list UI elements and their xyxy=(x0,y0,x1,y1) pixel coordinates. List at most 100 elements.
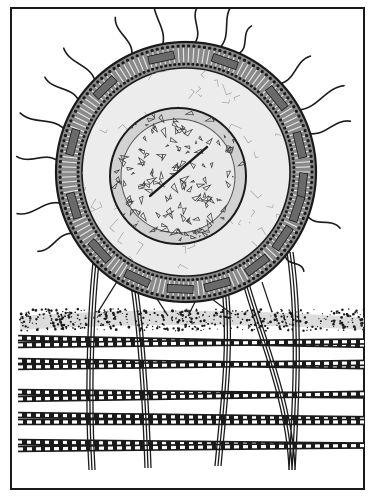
matrix-dot xyxy=(336,310,338,312)
lipid-head-outer xyxy=(113,67,116,70)
matrix-dot xyxy=(36,323,37,324)
lipid-head-inner xyxy=(83,135,86,138)
matrix-dot xyxy=(241,311,242,312)
matrix-dot xyxy=(70,321,72,323)
lipid-head-outer xyxy=(100,264,103,267)
matrix-dot xyxy=(53,325,56,328)
lipid-head-outer xyxy=(305,207,308,210)
matrix-dot xyxy=(122,313,123,314)
matrix-dot xyxy=(348,308,350,310)
matrix-dot xyxy=(352,318,353,319)
chromatin-cell xyxy=(178,230,180,231)
lipid-head-outer xyxy=(192,296,195,299)
matrix-dot xyxy=(37,328,38,329)
lipid-head-outer xyxy=(166,46,169,49)
lipid-head-inner xyxy=(97,234,100,237)
matrix-dot xyxy=(20,329,22,331)
lipid-head-inner xyxy=(169,277,172,280)
matrix-dot xyxy=(67,325,69,327)
matrix-dot xyxy=(65,308,67,310)
lipid-head-outer xyxy=(86,249,89,252)
lipid-head-outer xyxy=(308,144,311,147)
matrix-dot xyxy=(317,326,318,327)
lipid-head-outer xyxy=(161,294,164,297)
lipid-head-outer xyxy=(192,45,195,48)
lipid-head-inner xyxy=(269,103,272,106)
matrix-dot xyxy=(117,308,119,310)
matrix-dot xyxy=(308,312,309,313)
matrix-dot xyxy=(180,311,182,313)
lipid-head-outer xyxy=(64,134,67,137)
nucleus-inner xyxy=(121,119,235,233)
matrix-dot xyxy=(113,318,115,320)
matrix-dot xyxy=(286,323,287,324)
lipid-head-outer xyxy=(171,45,174,48)
matrix-dot xyxy=(220,311,222,313)
matrix-dot xyxy=(64,312,66,314)
lipid-head-outer xyxy=(198,45,201,48)
lipid-head-inner xyxy=(86,127,89,130)
matrix-dot xyxy=(333,326,334,327)
matrix-dot xyxy=(310,329,312,331)
lipid-head-outer xyxy=(310,181,313,184)
matrix-dot xyxy=(126,319,127,320)
matrix-dot xyxy=(149,314,151,316)
matrix-dot xyxy=(177,313,178,314)
lipid-head-outer xyxy=(113,274,116,277)
lipid-head-outer xyxy=(177,296,180,299)
matrix-dot xyxy=(189,317,191,319)
matrix-dot xyxy=(196,330,197,331)
matrix-dot xyxy=(341,308,344,311)
lipid-head-inner xyxy=(81,202,84,205)
matrix-dot xyxy=(72,323,74,325)
lipid-head-inner xyxy=(287,206,290,209)
matrix-dot xyxy=(109,321,111,323)
matrix-dot xyxy=(61,325,63,327)
lipid-head-outer xyxy=(80,240,83,243)
matrix-dot xyxy=(269,321,272,324)
lipid-head-inner xyxy=(257,90,260,93)
lipid-head-outer xyxy=(306,202,309,205)
matrix-dot xyxy=(105,311,107,313)
lipid-head-inner xyxy=(127,262,130,265)
lipid-head-outer xyxy=(213,48,216,51)
lipid-head-outer xyxy=(136,54,139,57)
lipid-head-inner xyxy=(173,63,176,66)
lipid-head-outer xyxy=(77,105,80,108)
lipid-head-outer xyxy=(286,96,289,99)
lipid-head-outer xyxy=(131,284,134,287)
matrix-dot xyxy=(48,309,51,312)
matrix-dot xyxy=(146,326,148,328)
lipid-head-inner xyxy=(272,107,275,110)
matrix-dot xyxy=(104,311,106,313)
lipid-head-inner xyxy=(127,79,130,82)
matrix-dot xyxy=(50,316,51,317)
lipid-head-inner xyxy=(292,162,295,165)
lipid-head-inner xyxy=(242,262,245,265)
matrix-dot xyxy=(352,313,355,316)
matrix-dot xyxy=(62,311,63,312)
lipid-head-outer xyxy=(62,202,65,205)
matrix-dot xyxy=(195,317,197,319)
matrix-dot xyxy=(324,318,325,319)
matrix-dot xyxy=(206,322,207,323)
lipid-head-inner xyxy=(263,97,266,100)
matrix-dot xyxy=(259,309,261,311)
lipid-head-inner xyxy=(277,115,280,118)
lipid-head-inner xyxy=(246,82,249,85)
lipid-head-outer xyxy=(58,170,61,173)
lipid-head-outer xyxy=(171,296,174,299)
lipid-head-inner xyxy=(292,166,295,169)
lipid-head-outer xyxy=(61,144,64,147)
matrix-dot xyxy=(248,325,250,327)
matrix-dot xyxy=(19,319,21,321)
lipid-head-outer xyxy=(252,64,255,67)
matrix-dot xyxy=(284,318,286,320)
matrix-dot xyxy=(22,317,24,319)
matrix-dot xyxy=(42,313,44,315)
matrix-dot xyxy=(282,313,284,315)
lipid-head-inner xyxy=(289,197,292,200)
matrix-dot xyxy=(331,310,333,312)
lipid-head-inner xyxy=(196,278,199,281)
matrix-dot xyxy=(235,314,237,316)
